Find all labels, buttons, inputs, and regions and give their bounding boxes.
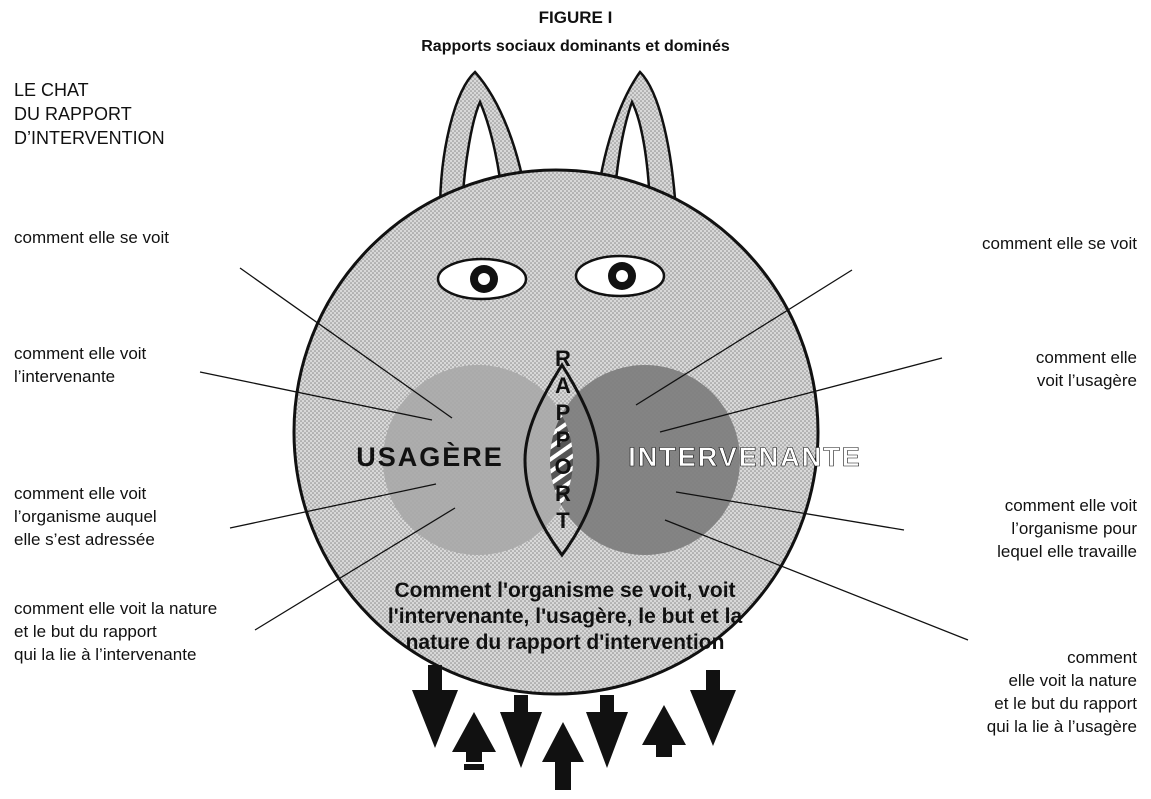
left-annotation-intervenante: comment elle voit l’intervenante <box>14 342 146 388</box>
organism-text-line3: nature du rapport d'intervention <box>406 631 725 654</box>
left-annotation-self: comment elle se voit <box>14 226 169 249</box>
right-annotation-organisme: comment elle voit l’organisme pour leque… <box>997 494 1137 563</box>
down-arrow <box>690 670 736 746</box>
rapport-letter: P <box>556 427 571 452</box>
right-annotation-self: comment elle se voit <box>982 232 1137 255</box>
rapport-letter: T <box>556 508 570 533</box>
down-arrow <box>586 695 628 768</box>
down-arrow <box>412 665 458 748</box>
figure-label: FIGURE I <box>0 8 1151 28</box>
right-eye <box>576 256 664 296</box>
up-arrow <box>642 705 686 757</box>
left-annotation-rapport: comment elle voit la nature et le but du… <box>14 597 217 666</box>
rapport-label: RAPPORT <box>554 346 571 533</box>
organism-text-line2: l'intervenante, l'usagère, le but et la <box>388 605 743 628</box>
right-annotation-usagere: comment elle voit l’usagère <box>1036 346 1137 392</box>
organism-text-line1: Comment l'organisme se voit, voit <box>394 579 735 602</box>
rapport-letter: R <box>555 481 571 506</box>
rapport-letter: A <box>555 373 571 398</box>
up-arrow <box>452 712 496 770</box>
left-annotation-organisme: comment elle voit l’organisme auquel ell… <box>14 482 157 551</box>
down-arrow <box>500 695 542 768</box>
cat-title: LE CHAT DU RAPPORT D’INTERVENTION <box>14 78 165 150</box>
usagere-label: USAGÈRE <box>356 441 504 472</box>
rapport-letter: R <box>555 346 571 371</box>
intervenante-label: INTERVENANTE <box>628 442 862 472</box>
rapport-letter: O <box>554 454 571 479</box>
right-annotation-rapport: comment elle voit la nature et le but du… <box>987 646 1137 738</box>
up-arrow <box>542 722 584 790</box>
figure-title: Rapports sociaux dominants et dominés <box>0 38 1151 56</box>
left-eye <box>438 259 526 299</box>
rapport-letter: P <box>556 400 571 425</box>
